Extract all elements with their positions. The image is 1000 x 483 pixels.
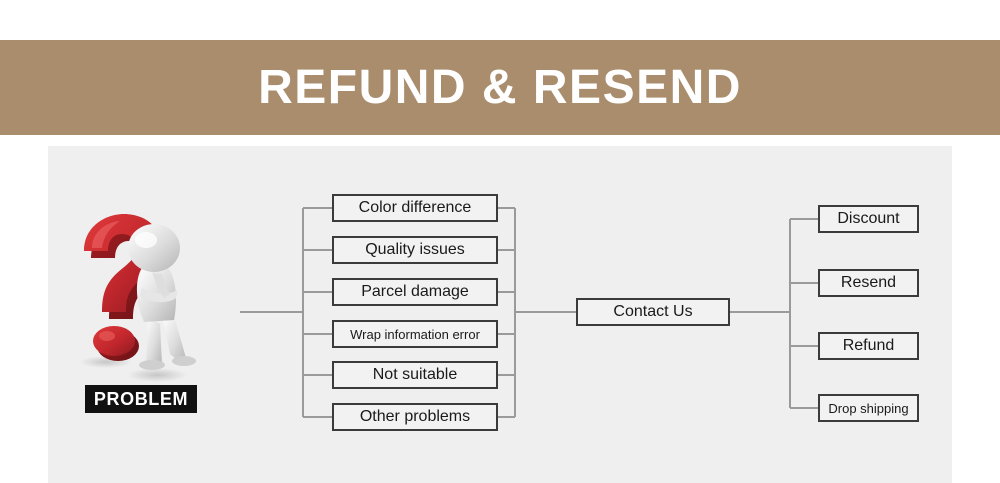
problem-label-badge: PROBLEM [85, 385, 197, 413]
problem-label-text: PROBLEM [93, 389, 189, 409]
issue-node-label: Quality issues [365, 241, 465, 258]
issue-node-label: Wrap information error [350, 326, 480, 342]
page-title: REFUND & RESEND [258, 60, 742, 114]
issue-node-parcel-damage[interactable]: Parcel damage [332, 278, 498, 306]
outcome-node-discount[interactable]: Discount [818, 205, 919, 233]
issue-node-other-problems[interactable]: Other problems [332, 403, 498, 431]
outcome-node-refund[interactable]: Refund [818, 332, 919, 360]
issue-node-color-difference[interactable]: Color difference [332, 194, 498, 222]
question-mark-icon [80, 214, 196, 382]
outcome-node-label: Refund [842, 337, 895, 354]
issue-node-label: Color difference [358, 199, 472, 216]
issue-node-label: Not suitable [372, 366, 458, 383]
content-panel [48, 146, 952, 483]
outcome-node-label: Drop shipping [828, 400, 909, 416]
contact-us-node[interactable]: Contact Us [576, 298, 730, 326]
outcome-node-drop-shipping[interactable]: Drop shipping [818, 394, 919, 422]
outcome-node-resend[interactable]: Resend [818, 269, 919, 297]
issue-node-label: Parcel damage [361, 283, 469, 300]
outcome-node-label: Resend [840, 274, 897, 291]
problem-illustration: PROBLEM [62, 212, 222, 417]
issue-node-quality-issues[interactable]: Quality issues [332, 236, 498, 264]
issue-node-not-suitable[interactable]: Not suitable [332, 361, 498, 389]
outcome-node-label: Discount [837, 210, 900, 227]
issue-node-label: Other problems [359, 408, 471, 425]
contact-us-label: Contact Us [613, 303, 693, 320]
issue-node-wrap-information-error[interactable]: Wrap information error [332, 320, 498, 348]
header-banner: REFUND & RESEND [0, 40, 1000, 135]
